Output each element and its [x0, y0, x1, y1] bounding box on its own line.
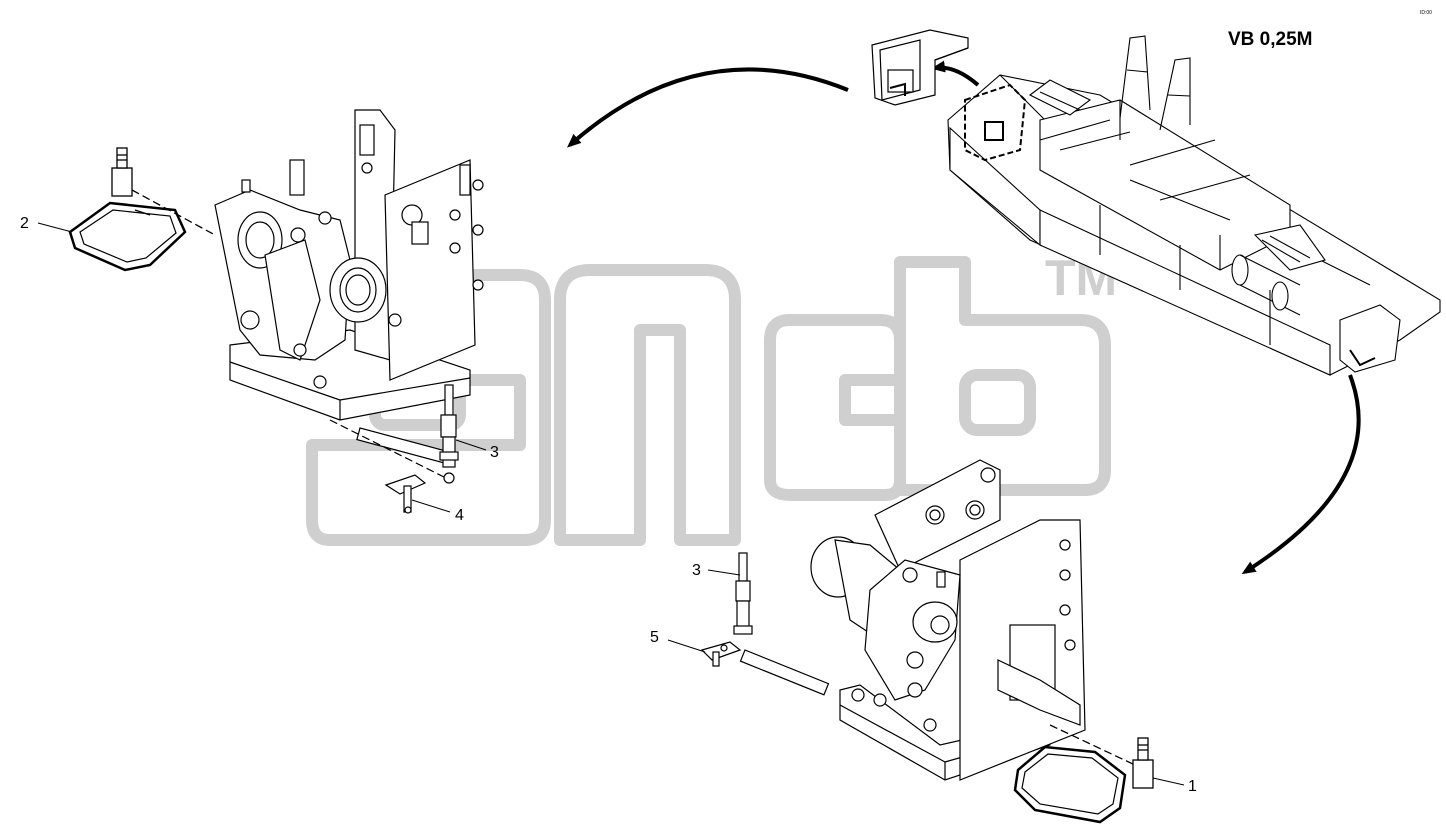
part-3-rod-left [329, 384, 459, 484]
part-5-bracket [700, 641, 742, 667]
callout-2: 2 [20, 215, 73, 233]
callout-3-left-label: 3 [490, 444, 499, 461]
watermark-letter-b-inner [959, 369, 1036, 436]
callout-4: 4 [411, 499, 464, 524]
left-assembly [214, 109, 484, 464]
callout-1: 1 [1152, 777, 1197, 795]
arrow-to-detail-view [931, 60, 980, 87]
callout-4-label: 4 [455, 507, 464, 524]
callout-3-right-label: 3 [692, 562, 701, 579]
callout-5-label: 5 [650, 629, 659, 646]
diagram-title: VB 0,25M [1228, 29, 1312, 50]
part-2-sensor-loop [68, 147, 216, 272]
callout-3-left: 3 [455, 439, 499, 461]
arrow-to-left-assembly [567, 67, 849, 148]
part-4-bracket [384, 474, 427, 514]
machine-overview [947, 35, 1441, 376]
watermark-letter-m [554, 264, 741, 546]
callout-5: 5 [650, 629, 706, 653]
detail-view-small [871, 29, 969, 106]
corner-mark: ID:00 [1420, 10, 1432, 16]
watermark-letter-c [764, 314, 906, 501]
callout-3-right: 3 [692, 562, 741, 579]
part-3-rod-right [733, 552, 753, 635]
part-1-sensor-loop [1013, 724, 1154, 824]
callout-2-label: 2 [20, 215, 29, 232]
right-assembly [739, 459, 1086, 781]
callout-1-label: 1 [1188, 778, 1197, 795]
arrow-to-right-assembly [1241, 374, 1361, 575]
watermark-letter-b [894, 256, 1111, 496]
